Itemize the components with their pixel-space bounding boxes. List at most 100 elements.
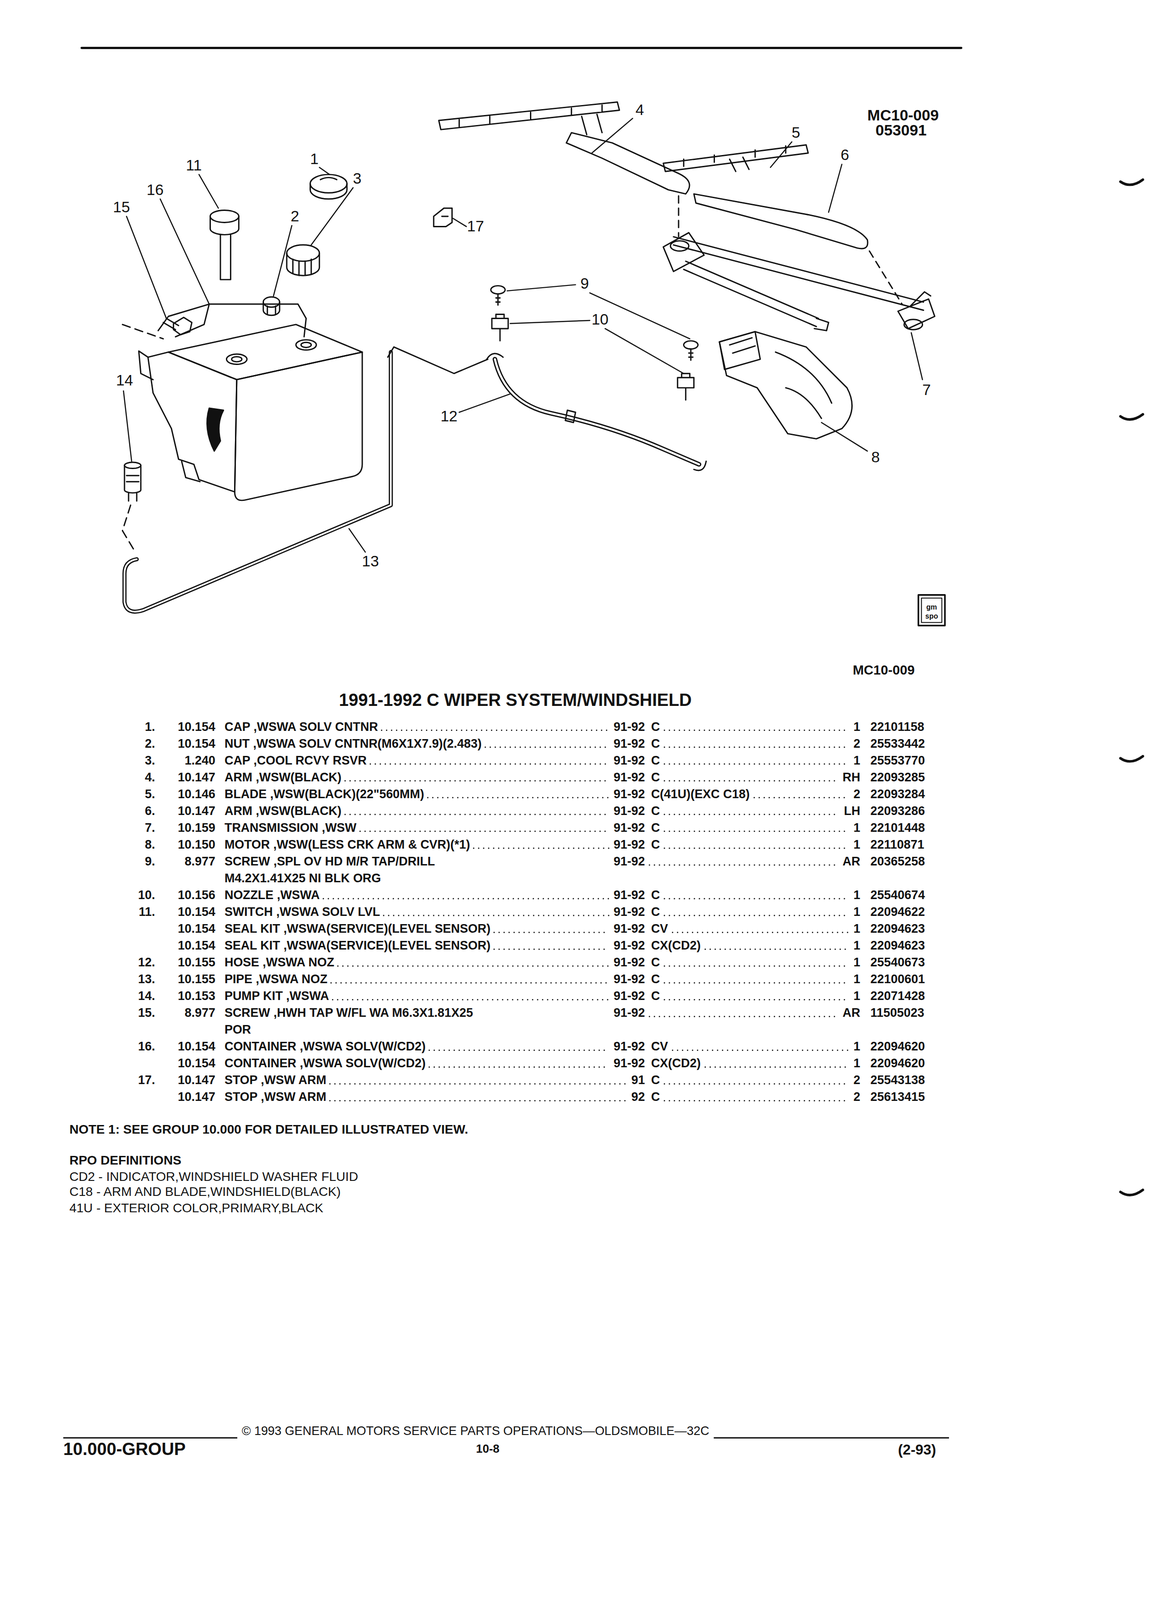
table-cell: 22101158 — [870, 720, 925, 733]
table-cell: 2 — [853, 1090, 861, 1104]
table-cell: PIPE ,WSWA NOZ — [224, 973, 328, 986]
wiper-motor — [719, 331, 832, 419]
leader-line — [604, 328, 684, 374]
dot-leader — [473, 847, 610, 849]
table-cell: 1 — [853, 905, 861, 919]
table-cell: AR — [842, 1006, 861, 1020]
leader-line — [126, 216, 167, 319]
table-cell: C — [650, 989, 660, 1003]
callout-number: 1 — [309, 151, 319, 167]
leader-line — [311, 187, 354, 245]
table-cell: 25613415 — [870, 1090, 925, 1104]
table-cell: 10.147 — [177, 1090, 215, 1104]
table-cell: 15. — [138, 1006, 155, 1020]
callout-number: 10 — [591, 311, 609, 328]
rpo-definition: 41U - EXTERIOR COLOR,PRIMARY,BLACK — [69, 1201, 324, 1215]
table-cell: 91-92 — [613, 821, 645, 834]
table-cell: 20365258 — [870, 854, 925, 868]
wiper-blade — [438, 102, 620, 130]
table-cell: 91-92 — [613, 1057, 645, 1070]
table-cell: C — [650, 905, 660, 919]
table-cell: ARM ,WSW(BLACK) — [224, 770, 342, 784]
table-cell: 91-92 — [613, 720, 645, 733]
container — [168, 324, 363, 380]
callout-number: 5 — [791, 124, 801, 141]
wiper-transmission — [663, 232, 705, 272]
table-cell: 1 — [853, 754, 861, 767]
callout-number: 17 — [467, 219, 485, 235]
leader-line — [821, 422, 868, 451]
dot-leader — [664, 1099, 850, 1102]
rpo-heading: RPO DEFINITIONS — [69, 1153, 182, 1167]
table-cell: SEAL KIT ,WSWA(SERVICE)(LEVEL SENSOR) — [224, 922, 491, 935]
table-cell: 10.154 — [177, 737, 215, 750]
dot-leader — [664, 999, 850, 1001]
table-cell: 91-92 — [613, 973, 645, 986]
dot-leader — [664, 830, 850, 832]
container — [234, 352, 363, 501]
arm-stop — [433, 208, 452, 227]
callout-number: 15 — [112, 199, 130, 215]
container — [138, 350, 237, 492]
table-cell: SWITCH ,WSWA SOLV LVL — [224, 905, 380, 919]
table-cell: C(41U)(EXC C18) — [650, 787, 750, 800]
table-cell: C — [650, 804, 660, 817]
note-text: NOTE 1: SEE GROUP 10.000 FOR DETAILED IL… — [69, 1123, 469, 1136]
dot-leader — [664, 847, 850, 849]
container — [181, 461, 200, 482]
dot-leader — [664, 898, 850, 900]
table-cell: M4.2X1.41X25 NI BLK ORG — [224, 871, 381, 885]
table-cell: 22071428 — [870, 989, 925, 1003]
table-cell: 10.154 — [177, 922, 215, 935]
table-cell: 10.147 — [177, 1074, 215, 1087]
table-cell: 91-92 — [613, 905, 645, 919]
leader-line — [273, 225, 292, 296]
table-cell: 22094620 — [870, 1040, 925, 1053]
table-cell: RH — [842, 770, 861, 784]
leader-line — [199, 174, 219, 209]
dot-leader — [664, 746, 850, 748]
table-cell: 16. — [138, 1040, 155, 1053]
dot-leader — [705, 1066, 850, 1068]
table-cell: 10.147 — [177, 804, 215, 817]
footer-rule — [713, 1437, 950, 1439]
level-switch — [209, 209, 239, 223]
nozzle-hose — [494, 359, 700, 465]
leader-line — [123, 390, 132, 462]
filler-neck — [295, 339, 317, 350]
table-cell: 25540674 — [870, 888, 925, 901]
callout-number: 3 — [352, 170, 362, 187]
icon-text: spo — [925, 612, 939, 620]
table-cell: 2 — [853, 737, 861, 750]
screw — [490, 285, 505, 295]
dot-leader — [664, 779, 839, 782]
gmspo-icon — [918, 594, 945, 626]
leader-line — [828, 164, 842, 213]
table-cell: 10. — [138, 888, 155, 901]
dot-leader — [381, 729, 610, 731]
screw — [688, 349, 693, 361]
table-cell: 25543138 — [870, 1074, 925, 1087]
wiper-transmission — [673, 236, 924, 331]
icon-text: gm — [926, 603, 938, 611]
dot-leader — [664, 763, 850, 765]
table-cell: CONTAINER ,WSWA SOLV(W/CD2) — [224, 1057, 426, 1070]
callout-number: 14 — [115, 373, 133, 389]
rpo-definition: CD2 - INDICATOR,WINDSHIELD WASHER FLUID — [69, 1170, 359, 1184]
pump — [124, 465, 141, 502]
table-cell: TRANSMISSION ,WSW — [224, 821, 357, 834]
table-cell: 10.155 — [177, 973, 215, 986]
table-cell: 91-92 — [613, 989, 645, 1003]
table-cell: 14. — [138, 989, 155, 1003]
footer-copyright: © 1993 GENERAL MOTORS SERVICE PARTS OPER… — [241, 1424, 710, 1437]
table-cell: 91-92 — [613, 838, 645, 851]
dot-leader — [664, 729, 850, 731]
dot-leader — [494, 931, 610, 934]
table-cell: C — [650, 754, 660, 767]
table-cell: STOP ,WSW ARM — [224, 1090, 327, 1104]
wiper-transmission — [904, 319, 923, 330]
table-cell: 17. — [138, 1074, 155, 1087]
table-cell: 91-92 — [613, 888, 645, 901]
